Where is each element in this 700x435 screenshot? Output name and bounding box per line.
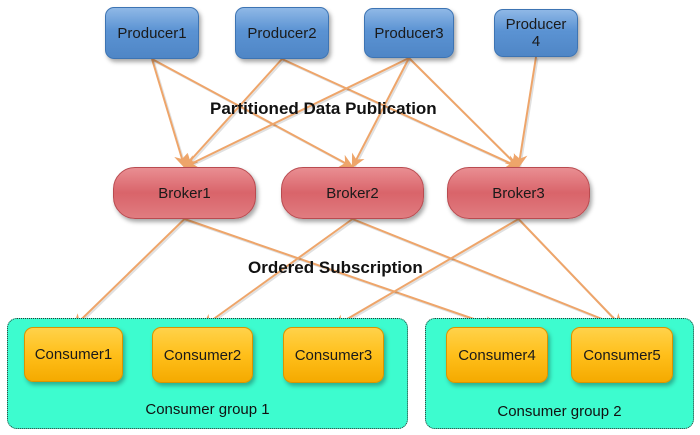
edge-p3-to-b1	[183, 57, 410, 168]
edge-b3-to-c3	[332, 218, 520, 328]
consumer-1[interactable]: Consumer1	[24, 327, 123, 382]
edge-p1-to-b2	[151, 58, 354, 168]
consumer-group-2-label: Consumer group 2	[497, 403, 622, 420]
edge-p1-to-b1	[151, 58, 188, 169]
consumer-5[interactable]: Consumer5	[571, 327, 673, 383]
producer-4[interactable]: Producer 4	[494, 9, 578, 57]
edge-shadow	[185, 59, 285, 170]
consumer-4[interactable]: Consumer4	[446, 327, 548, 383]
producer-2[interactable]: Producer2	[235, 7, 329, 59]
consumer-2[interactable]: Consumer2	[152, 327, 253, 383]
broker-2[interactable]: Broker2	[281, 167, 424, 219]
producer-3[interactable]: Producer3	[364, 8, 454, 58]
subscription-label: Ordered Subscription	[248, 258, 423, 277]
edge-b1-to-c1	[72, 218, 186, 328]
broker-1[interactable]: Broker1	[113, 167, 256, 219]
broker-3[interactable]: Broker3	[447, 167, 590, 219]
edge-p2-to-b1	[183, 58, 283, 169]
producer-1[interactable]: Producer1	[105, 7, 199, 59]
edge-p2-to-b3	[281, 58, 520, 169]
edge-shadow	[519, 58, 539, 169]
consumer-group-1-label: Consumer group 1	[145, 401, 270, 418]
edge-shadow	[334, 219, 521, 330]
edge-p4-to-b3	[513, 56, 537, 169]
edge-b3-to-c5	[517, 218, 623, 329]
edge-b1-to-c4	[184, 218, 499, 330]
publication-label: Partitioned Data Publication	[210, 99, 437, 118]
edge-shadow	[353, 59, 412, 169]
edge-b2-to-c2	[201, 218, 354, 328]
edge-shadow	[74, 219, 187, 330]
edge-shadow	[152, 60, 187, 169]
consumer-3[interactable]: Consumer3	[283, 327, 384, 383]
edge-shadow	[185, 58, 411, 170]
edge-shadow	[203, 219, 355, 330]
edge-p3-to-b2	[351, 57, 410, 169]
edge-b2-to-c5	[352, 218, 624, 329]
edge-p3-to-b3	[408, 57, 520, 168]
